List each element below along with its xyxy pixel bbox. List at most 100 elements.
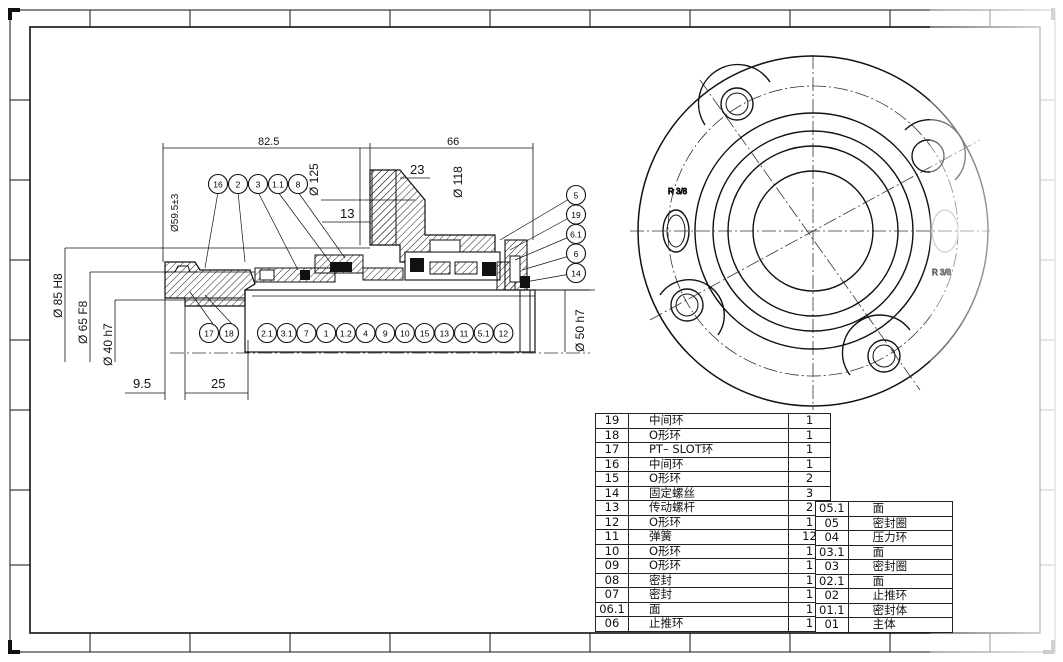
parts-cell-no: 08 <box>595 572 629 588</box>
balloon-label: 2.1 <box>261 329 273 339</box>
balloon: 10 <box>394 322 415 344</box>
balloon-label: 5 <box>574 191 579 201</box>
parts-cell-no: 11 <box>595 529 629 545</box>
balloon-label: 17 <box>204 329 214 339</box>
parts-cell-name: 密封 <box>628 587 789 603</box>
parts-cell-qty: 3 <box>788 485 831 501</box>
dim-dia-85: Ø 85 H8 <box>51 273 65 318</box>
balloon-label: 16 <box>213 180 223 190</box>
parts-cell-no: 01 <box>815 617 849 633</box>
parts-cell-name: 中间环 <box>628 456 789 472</box>
parts-cell-name: 中间环 <box>628 413 789 429</box>
slot-hole-top-right <box>911 139 945 173</box>
balloon: 14 <box>565 262 587 284</box>
balloon-circle <box>316 322 337 344</box>
front-view: R 3/8 R 3/8 <box>630 55 990 410</box>
balloon-circle <box>473 322 494 344</box>
balloon-circle <box>493 322 514 344</box>
parts-cell-no: 10 <box>595 543 629 559</box>
balloon-label: 3 <box>256 180 261 190</box>
balloon-label: 9 <box>383 329 388 339</box>
radius-label-side: R 3/8 <box>932 268 952 277</box>
balloon-circle <box>453 322 475 344</box>
dim-dia-40: Ø 40 h7 <box>101 323 115 366</box>
dim-dia-118: Ø 118 <box>451 166 465 198</box>
parts-cell-name: 面 <box>847 544 953 560</box>
section-view: 82.5 66 23 13 9.5 25 Ø 125 Ø 118 Ø59.5±3… <box>51 136 595 400</box>
parts-cell-name: 密封圈 <box>847 515 953 531</box>
parts-cell-name: 密封圈 <box>847 559 953 575</box>
dim-66: 66 <box>447 136 459 148</box>
balloon-circle <box>434 322 455 344</box>
parts-cell-no: 19 <box>595 413 629 429</box>
parts-cell-qty: 2 <box>788 471 831 487</box>
balloon-label: 7 <box>304 329 309 339</box>
parts-cell-name: 密封 <box>628 572 789 588</box>
parts-cell-name: 面 <box>847 573 953 589</box>
balloon: 8 <box>287 173 309 195</box>
dim-9-5: 9.5 <box>133 376 151 391</box>
balloon: 12 <box>493 322 514 344</box>
balloon: 6 <box>565 243 587 264</box>
parts-cell-qty: 1 <box>788 413 831 429</box>
parts-cell-name: PT– SLOT环 <box>628 442 789 458</box>
parts-cell-name: O形环 <box>628 514 789 530</box>
parts-cell-name: O形环 <box>628 471 789 487</box>
dim-23: 23 <box>410 162 424 177</box>
balloon-label: 6.1 <box>570 230 582 240</box>
parts-cell-name: O形环 <box>628 543 789 559</box>
balloons-right: 5 19 6.1 614 <box>565 184 587 284</box>
parts-cell-no: 04 <box>815 530 849 546</box>
balloon: 1 <box>316 322 337 344</box>
dim-82-5: 82.5 <box>258 136 279 148</box>
slot-hole-top-left <box>720 87 754 121</box>
threaded-hole <box>662 209 690 253</box>
balloon-label: 15 <box>420 329 430 339</box>
parts-cell-name: 弹簧 <box>628 529 789 545</box>
balloon: 5 <box>565 184 587 206</box>
balloon-circle <box>267 173 289 195</box>
parts-cell-qty: 1 <box>788 427 831 443</box>
balloon: 5.1 <box>473 322 494 344</box>
balloon-label: 11 <box>460 329 469 339</box>
parts-cell-no: 07 <box>595 587 629 603</box>
balloon-circle <box>414 322 435 344</box>
balloon-circle <box>335 322 356 344</box>
balloon-circle <box>247 173 269 195</box>
balloon-circle <box>296 322 317 344</box>
gland-body <box>164 261 256 307</box>
parts-cell-no: 16 <box>595 456 629 472</box>
dim-dia-65: Ø 65 F8 <box>76 300 90 344</box>
dim-dia-50: Ø 50 h7 <box>573 309 587 352</box>
balloon: 1.1 <box>267 173 289 195</box>
balloon-circle <box>207 173 229 195</box>
parts-cell-no: 01.1 <box>815 602 849 618</box>
balloon-circle <box>287 173 309 195</box>
parts-cell-no: 14 <box>595 485 629 501</box>
balloon: 18 <box>218 322 240 344</box>
parts-cell-no: 13 <box>595 500 629 516</box>
balloon-label: 13 <box>440 329 450 339</box>
parts-cell-no: 05.1 <box>815 501 849 517</box>
parts-cell-no: 06.1 <box>595 601 629 617</box>
balloon-label: 10 <box>400 329 410 339</box>
balloon: 16 <box>207 173 229 195</box>
balloon: 19 <box>565 204 587 225</box>
